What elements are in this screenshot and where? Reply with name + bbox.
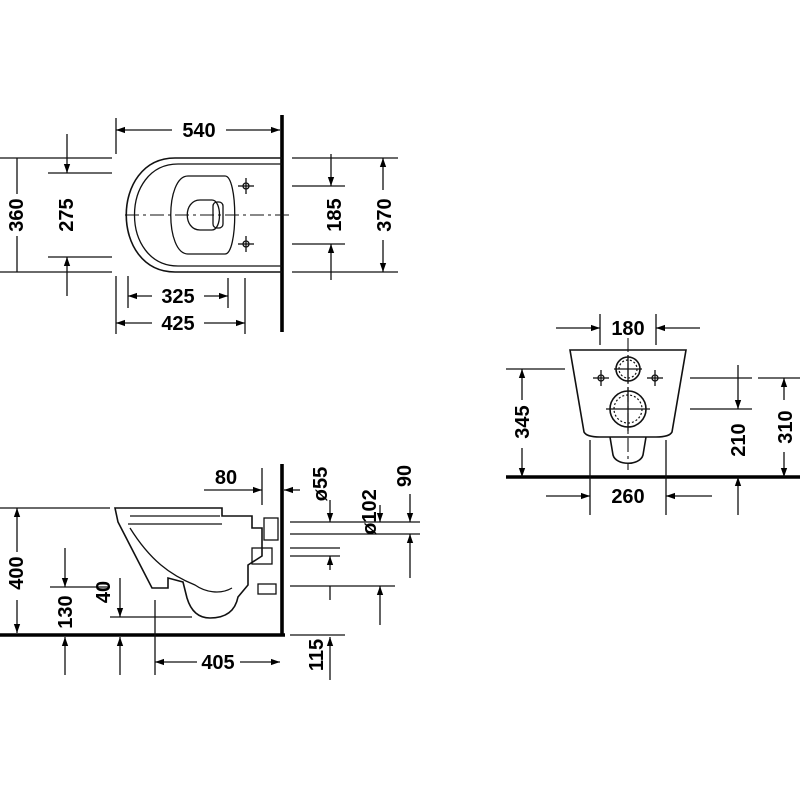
fixing-point-icon <box>238 236 254 252</box>
dim-400: 400 <box>6 556 28 589</box>
dim-90: 90 <box>394 465 416 487</box>
dim-260: 260 <box>611 486 644 508</box>
dim-540: 540 <box>182 120 215 142</box>
waste-outlet-icon <box>606 387 650 431</box>
dim-80: 80 <box>215 467 237 489</box>
inlet-connector <box>263 517 279 541</box>
dim-130: 130 <box>55 595 77 628</box>
water-inlet-icon <box>614 355 642 383</box>
outlet-connector <box>257 583 277 595</box>
dim-405: 405 <box>201 652 234 674</box>
dim-310: 310 <box>775 410 797 443</box>
top-view: 540 360 275 185 370 32 <box>0 115 398 335</box>
dim-180: 180 <box>611 318 644 340</box>
dim-360: 360 <box>6 198 28 231</box>
spigot <box>251 547 273 565</box>
dim-115: 115 <box>306 639 328 671</box>
dim-40: 40 <box>93 581 115 603</box>
dim-o102: ø102 <box>359 489 381 535</box>
dim-370: 370 <box>374 198 396 231</box>
side-view: 400 130 40 405 80 ø55 ø102 <box>0 464 420 680</box>
bowl-outlet <box>186 199 221 231</box>
front-view: 180 345 210 310 260 <box>506 314 800 515</box>
dim-185: 185 <box>324 198 346 231</box>
dim-210: 210 <box>728 423 750 456</box>
dim-345: 345 <box>512 405 534 438</box>
front-view-body <box>569 349 687 438</box>
bowl-inner-wall <box>129 527 233 593</box>
dim-425: 425 <box>161 313 194 335</box>
seat-opening <box>170 175 236 255</box>
fixing-point-icon <box>238 178 254 194</box>
dim-o55: ø55 <box>310 467 332 501</box>
side-view-bowl <box>114 507 263 619</box>
dim-275: 275 <box>56 198 78 231</box>
dim-325: 325 <box>161 286 194 308</box>
fixing-point-icon <box>593 370 609 386</box>
fixing-point-icon <box>647 370 663 386</box>
